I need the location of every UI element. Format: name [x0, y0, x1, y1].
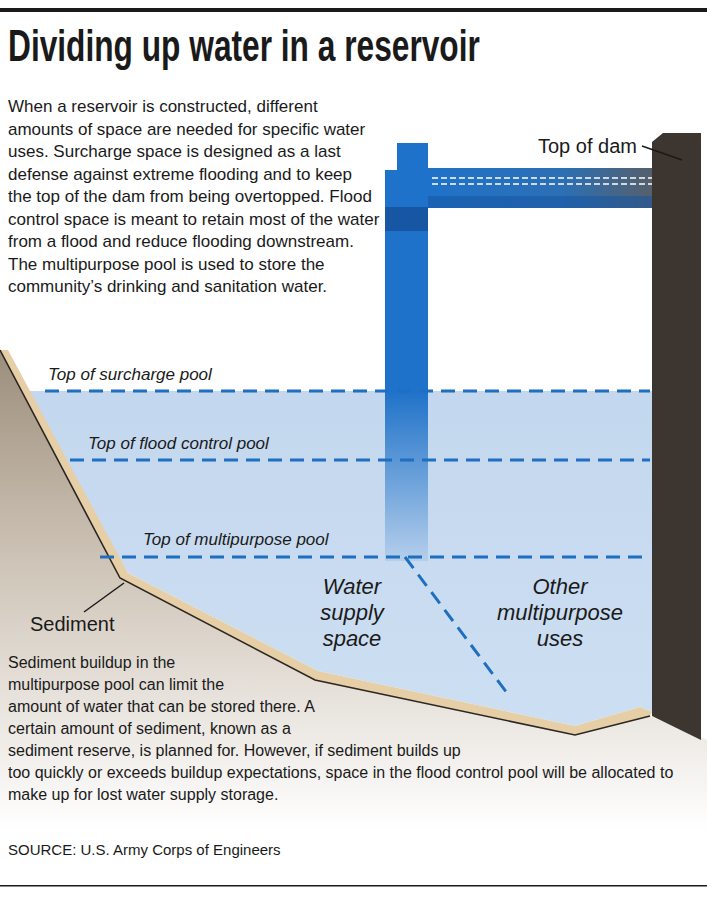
- sediment-note: Sediment buildup in the multipurpose poo…: [8, 654, 673, 803]
- access-bridge: [428, 168, 652, 208]
- pool-label-box: Top of flood control pool: [88, 433, 368, 455]
- space-label: Water supply space: [320, 574, 384, 651]
- bottom-rule: [0, 885, 707, 887]
- sediment-note-box: Sediment buildup in the multipurpose poo…: [8, 652, 703, 806]
- space-label-box: Water supply space: [312, 574, 392, 652]
- source-line: SOURCE: U.S. Army Corps of Engineers: [8, 841, 281, 858]
- tower-cap: [397, 143, 428, 170]
- pool-label-box: Top of multipurpose pool: [143, 529, 423, 551]
- pool-label: Top of flood control pool: [88, 434, 269, 453]
- pool-label: Top of multipurpose pool: [143, 530, 329, 549]
- surcharge-line: [45, 390, 650, 393]
- top-rule: [0, 8, 707, 12]
- tower-band: [385, 207, 428, 231]
- source-line-box: SOURCE: U.S. Army Corps of Engineers: [8, 840, 508, 860]
- pool-label-box: Top of surcharge pool: [48, 364, 308, 386]
- space-label: Other multipurpose uses: [497, 574, 623, 651]
- intake-tower: [385, 170, 428, 391]
- bridge-rail: [432, 183, 652, 185]
- dam-label: Top of dam: [538, 135, 637, 157]
- bridge-deck: [428, 196, 652, 208]
- intake-tower-submerged: [385, 391, 428, 561]
- leader-line: [642, 146, 682, 160]
- intro-paragraph-box: When a reservoir is constructed, differe…: [8, 96, 380, 299]
- space-divider: [405, 557, 510, 697]
- dam-label-box: Top of dam: [538, 134, 648, 158]
- dam: [652, 133, 701, 740]
- multipurpose-line: [100, 556, 650, 559]
- sediment-label: Sediment: [30, 613, 115, 635]
- wrap-spacer: [214, 652, 703, 674]
- flood-control-line: [70, 459, 650, 462]
- ground: [0, 350, 707, 830]
- sediment-label-box: Sediment: [30, 612, 140, 636]
- bridge-rail: [432, 177, 652, 179]
- leader-line: [84, 583, 124, 612]
- intro-paragraph: When a reservoir is constructed, differe…: [8, 97, 379, 296]
- pool-label: Top of surcharge pool: [48, 365, 212, 384]
- wrap-spacer: [339, 696, 703, 718]
- wrap-spacer: [484, 740, 703, 762]
- title: Dividing up water in a reservoir: [8, 18, 517, 74]
- wrap-spacer: [264, 674, 703, 696]
- wrap-spacer: [349, 718, 703, 740]
- space-label-box: Other multipurpose uses: [478, 574, 642, 652]
